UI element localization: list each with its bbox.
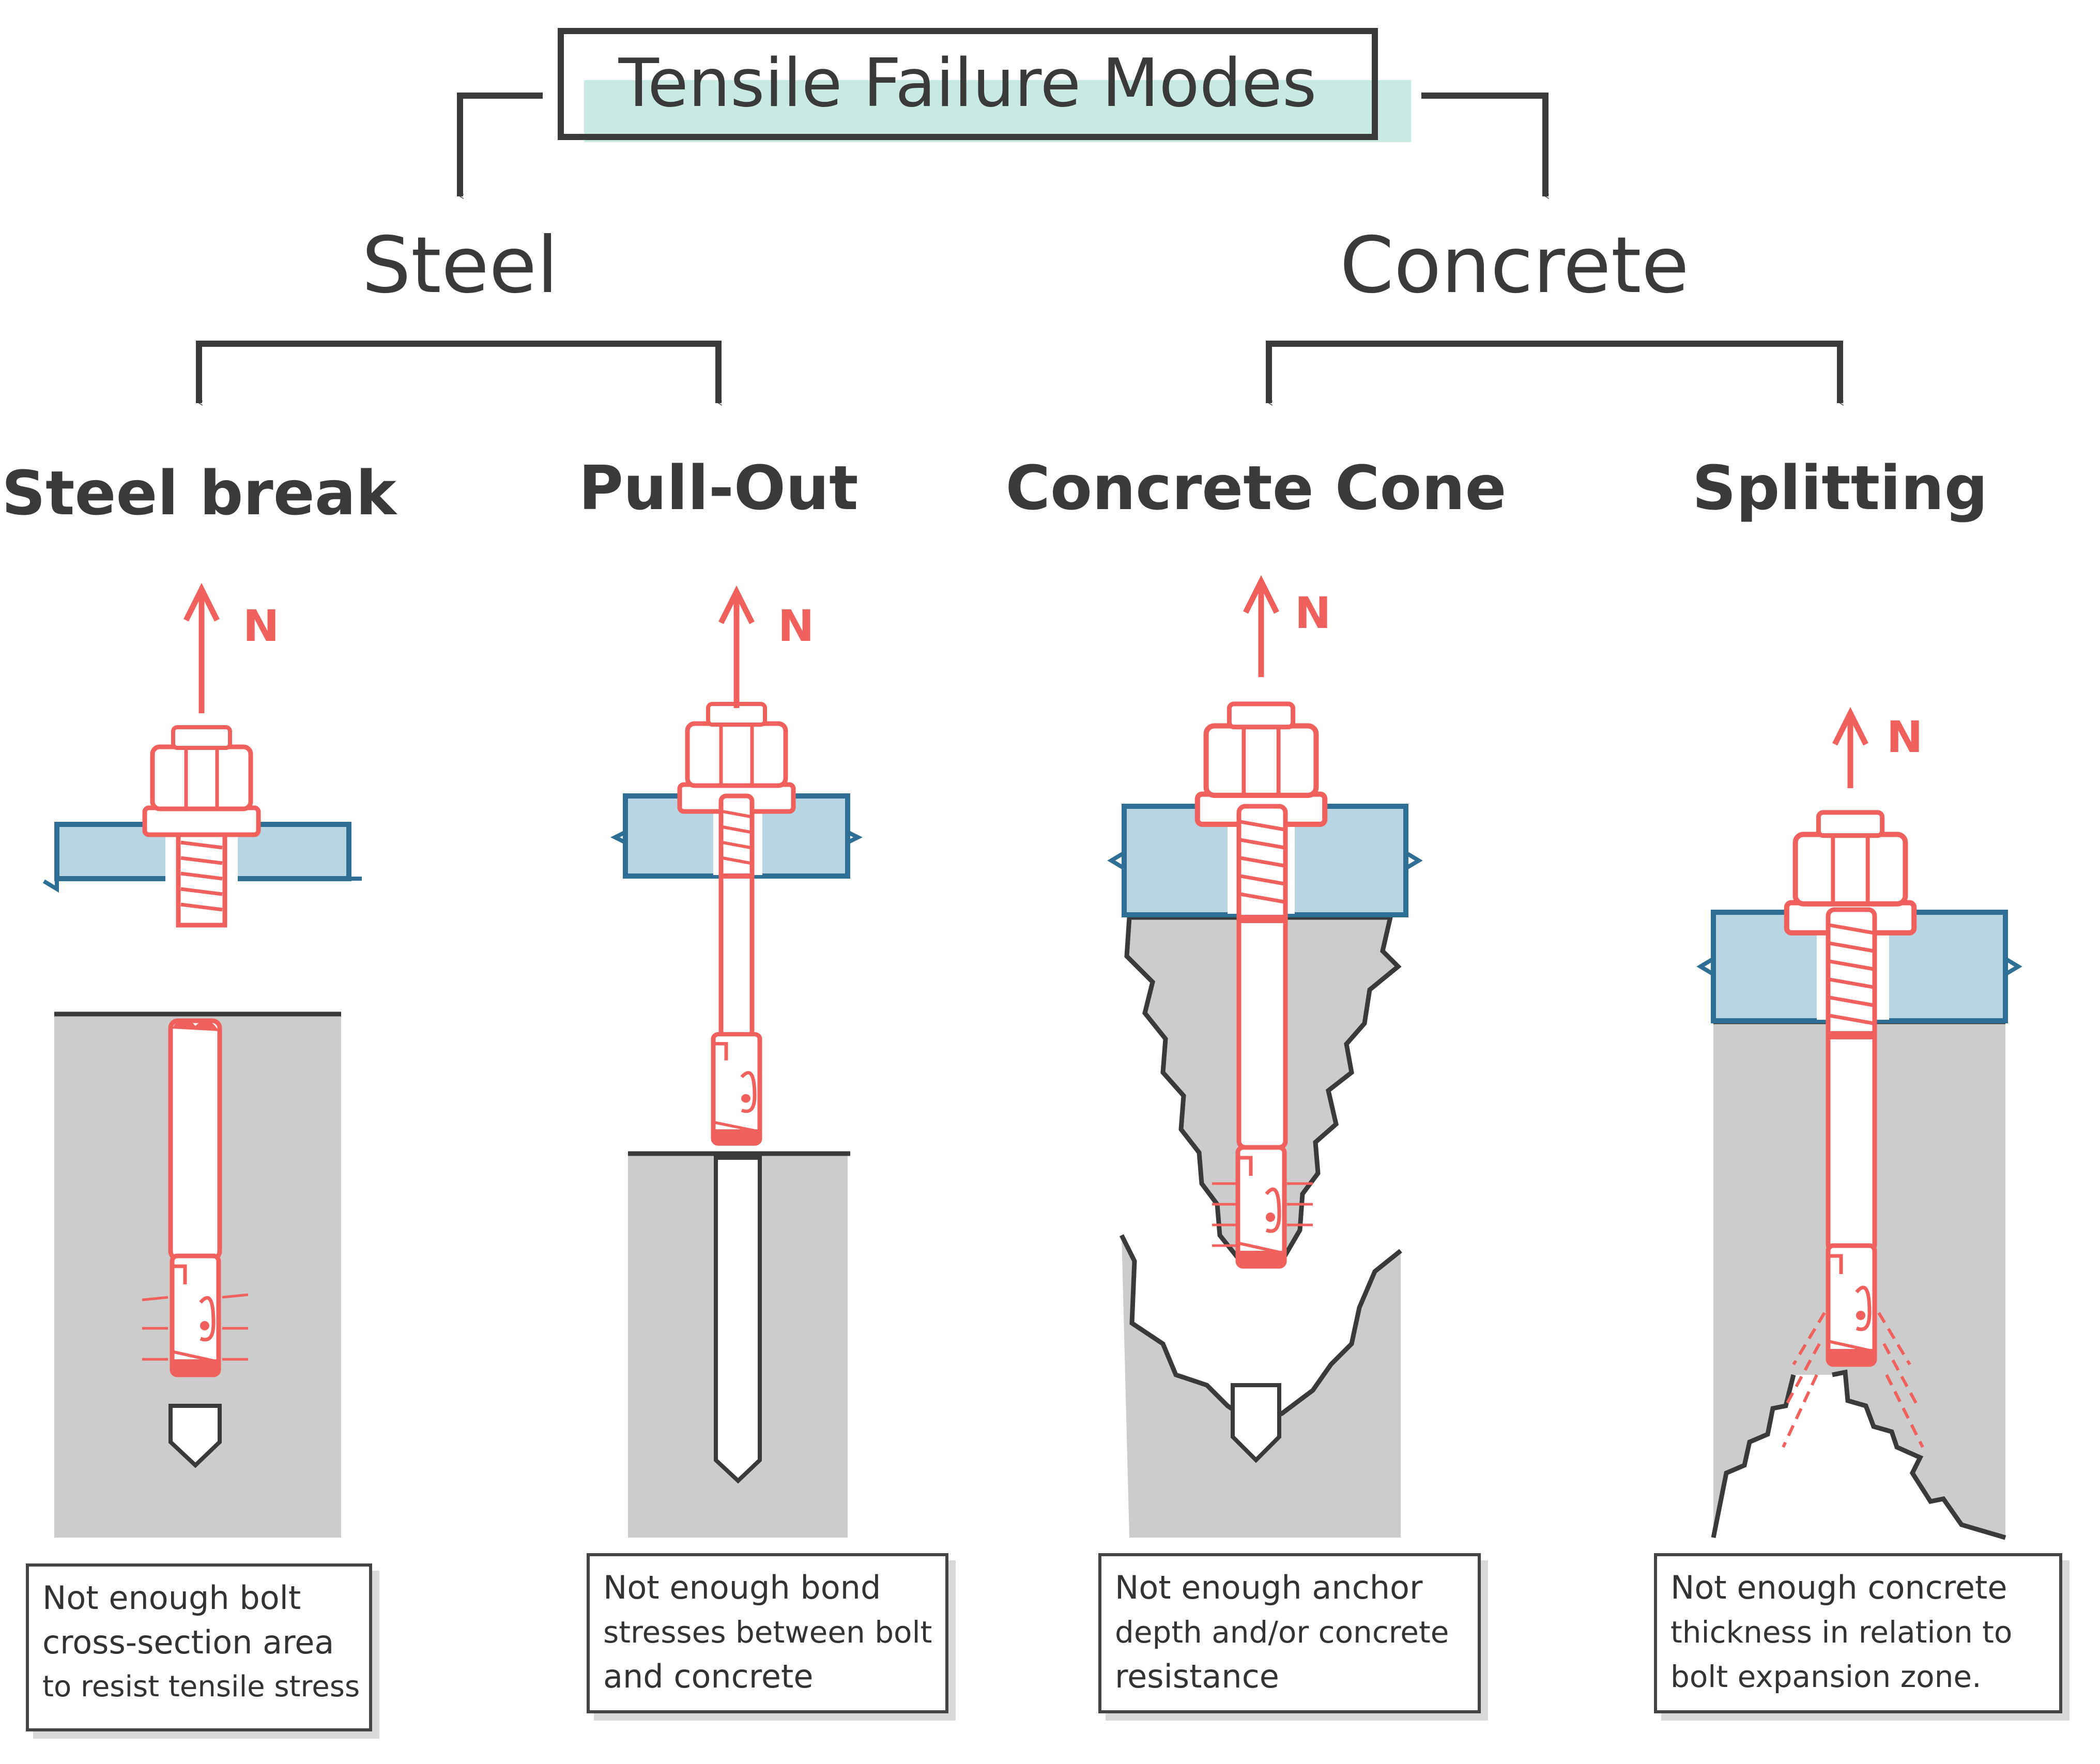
plate-break-mark — [1107, 851, 1423, 870]
mode-splitting-label: Splitting — [1692, 452, 1988, 524]
title-to-steel-connector — [457, 93, 543, 196]
expansion-sleeve — [1238, 1147, 1284, 1266]
thread-band — [1240, 915, 1284, 923]
expansion-pressure-arrows — [142, 1293, 249, 1361]
note-line: cross-section area — [42, 1623, 334, 1661]
title-highlight — [584, 80, 1411, 142]
note-line: bolt expansion zone. — [1670, 1659, 1982, 1694]
bolt-thread — [1240, 820, 1285, 904]
crack-left — [1711, 1374, 1796, 1538]
crack-right — [1832, 1369, 2006, 1540]
thread-band — [1830, 1031, 1874, 1039]
bolt-thread — [1829, 923, 1874, 1025]
note-line: and concrete — [603, 1658, 814, 1695]
steel-mode-bracket — [196, 341, 718, 403]
title-to-concrete-connector — [1421, 93, 1545, 196]
plate-break-mark — [42, 877, 362, 893]
mode-pull-out-label: Pull-Out — [578, 452, 858, 524]
expansion-pressure-arrows — [1212, 1182, 1313, 1247]
empty-drill-hole — [714, 1156, 762, 1484]
note-line: Not enough bolt — [42, 1579, 301, 1617]
drill-tip — [1231, 1383, 1281, 1463]
note-line: Not enough anchor — [1115, 1569, 1423, 1606]
expansion-sleeve — [713, 1034, 760, 1144]
steel-break-illustration: N — [42, 582, 362, 1538]
expansion-sleeve — [172, 1256, 219, 1375]
note-splitting: Not enough concrete thickness in relatio… — [1654, 1553, 2062, 1713]
expansion-pressure-arrows — [1782, 1312, 1924, 1448]
note-line: to resist tensile stress — [42, 1670, 360, 1704]
force-label: N — [1295, 588, 1331, 638]
force-label: N — [1887, 712, 1923, 762]
note-line: thickness in relation to — [1670, 1615, 2013, 1650]
force-label: N — [778, 601, 814, 651]
note-line: Not enough bond — [603, 1569, 881, 1606]
diagram-title: Tensile Failure Modes — [618, 45, 1317, 122]
force-label: N — [243, 601, 279, 651]
concrete-mode-bracket — [1266, 341, 1840, 403]
plate-break-mark — [610, 830, 863, 845]
mode-concrete-cone-label: Concrete Cone — [1005, 452, 1506, 524]
note-line: depth and/or concrete — [1115, 1615, 1449, 1650]
expansion-sleeve — [1828, 1246, 1875, 1364]
mode-steel-break-label: Steel break — [2, 457, 397, 529]
splitting-illustration: N — [1696, 707, 2022, 1540]
bolt-fracture-surface — [172, 1019, 219, 1031]
force-arrow-head — [1832, 707, 1868, 746]
force-arrow-head — [718, 585, 755, 624]
note-line: resistance — [1115, 1658, 1279, 1695]
bolt-thread — [722, 810, 751, 865]
plate-break-mark — [1696, 957, 2022, 976]
thread-band — [722, 873, 751, 879]
note-steel-break: Not enough bolt cross-section area to re… — [26, 1563, 372, 1731]
note-concrete-cone: Not enough anchor depth and/or concrete … — [1098, 1553, 1481, 1713]
note-line: Not enough concrete — [1670, 1569, 2007, 1606]
category-steel-label: Steel — [362, 221, 558, 311]
concrete-cone-illustration: N — [1107, 575, 1423, 1538]
title-box — [558, 28, 1378, 140]
concrete-crater — [1122, 1235, 1401, 1538]
bolt-shank — [168, 1018, 222, 1261]
note-pull-out: Not enough bond stresses between bolt an… — [587, 1553, 948, 1713]
pull-out-illustration: N — [610, 585, 863, 1538]
bolt-thread — [180, 840, 223, 912]
note-line: stresses between bolt — [603, 1615, 932, 1650]
drill-tip — [168, 1404, 222, 1468]
force-arrow-head — [1243, 575, 1279, 614]
force-arrow-head — [183, 582, 220, 622]
category-concrete-label: Concrete — [1340, 221, 1689, 311]
nut — [145, 727, 258, 835]
